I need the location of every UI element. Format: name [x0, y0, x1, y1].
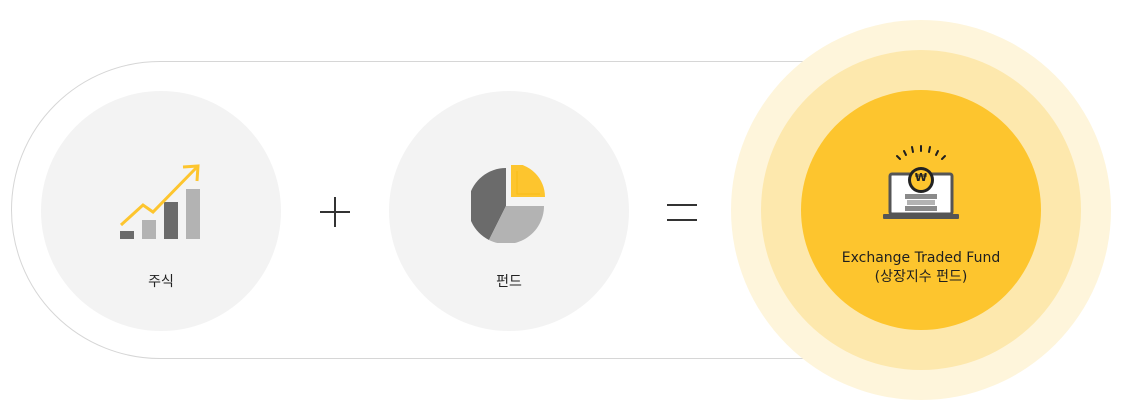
won-symbol: ₩: [914, 171, 928, 184]
stock-growth-chart-icon: [119, 159, 203, 243]
etf-circle: ₩ Exchange Traded Fund (상장지수 펀드): [801, 90, 1041, 330]
equals-icon: [666, 196, 698, 228]
fund-label: 펀드: [496, 274, 522, 290]
stock-label: 주식: [148, 274, 174, 290]
fund-circle: 펀드: [389, 91, 629, 331]
plus-icon: [319, 196, 351, 228]
stock-circle: 주식: [41, 91, 281, 331]
etf-subtitle: (상장지수 펀드): [874, 269, 968, 285]
laptop-won-coin-icon: ₩: [881, 144, 961, 228]
etf-title: Exchange Traded Fund: [841, 250, 1001, 266]
pie-chart-icon: [467, 163, 547, 245]
